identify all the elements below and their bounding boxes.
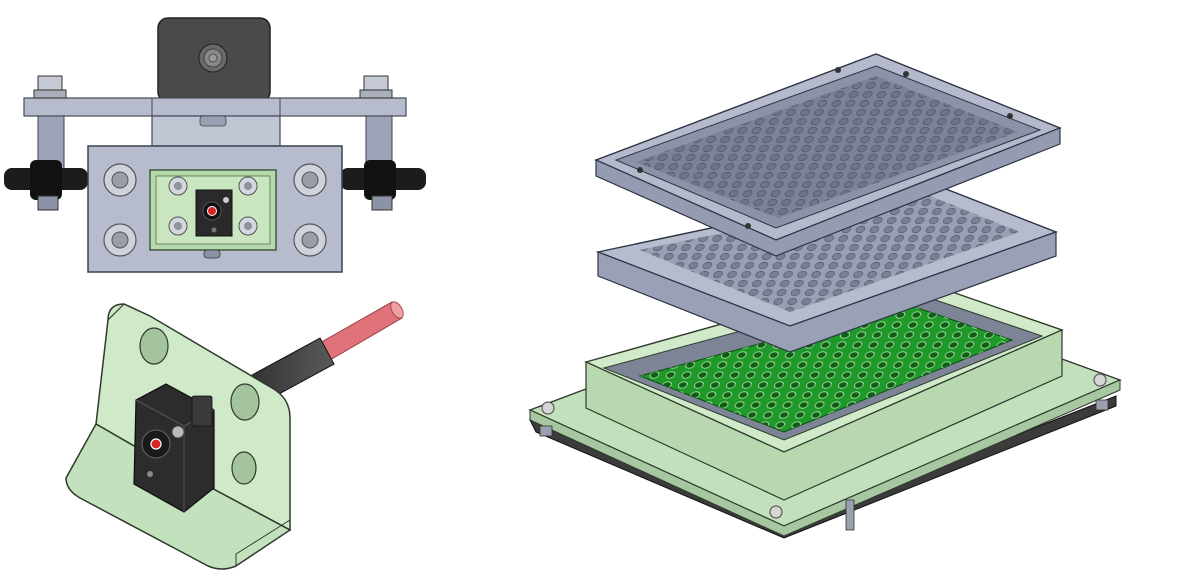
bracket-hole-2 xyxy=(230,383,260,421)
top-frame-plate xyxy=(594,53,1062,257)
bracket-screws xyxy=(168,176,258,236)
top-bar xyxy=(23,97,407,117)
roller-wheel-right xyxy=(340,160,426,211)
front-view-panel xyxy=(4,17,426,273)
roller-wheel-left xyxy=(4,160,88,211)
fiber-core-red xyxy=(207,206,217,216)
plate-screws xyxy=(103,163,327,257)
bolt-left xyxy=(33,75,67,99)
tray-exploded-panel xyxy=(528,53,1122,539)
bracket-hole-3 xyxy=(231,451,257,485)
bolt-right xyxy=(359,75,393,99)
bracket-iso-panel xyxy=(65,301,404,570)
tray-frame xyxy=(583,273,1064,501)
bracket-hole-1 xyxy=(139,327,169,365)
fiber-cable-pink xyxy=(317,301,403,361)
fiber-tip-red xyxy=(150,438,162,450)
